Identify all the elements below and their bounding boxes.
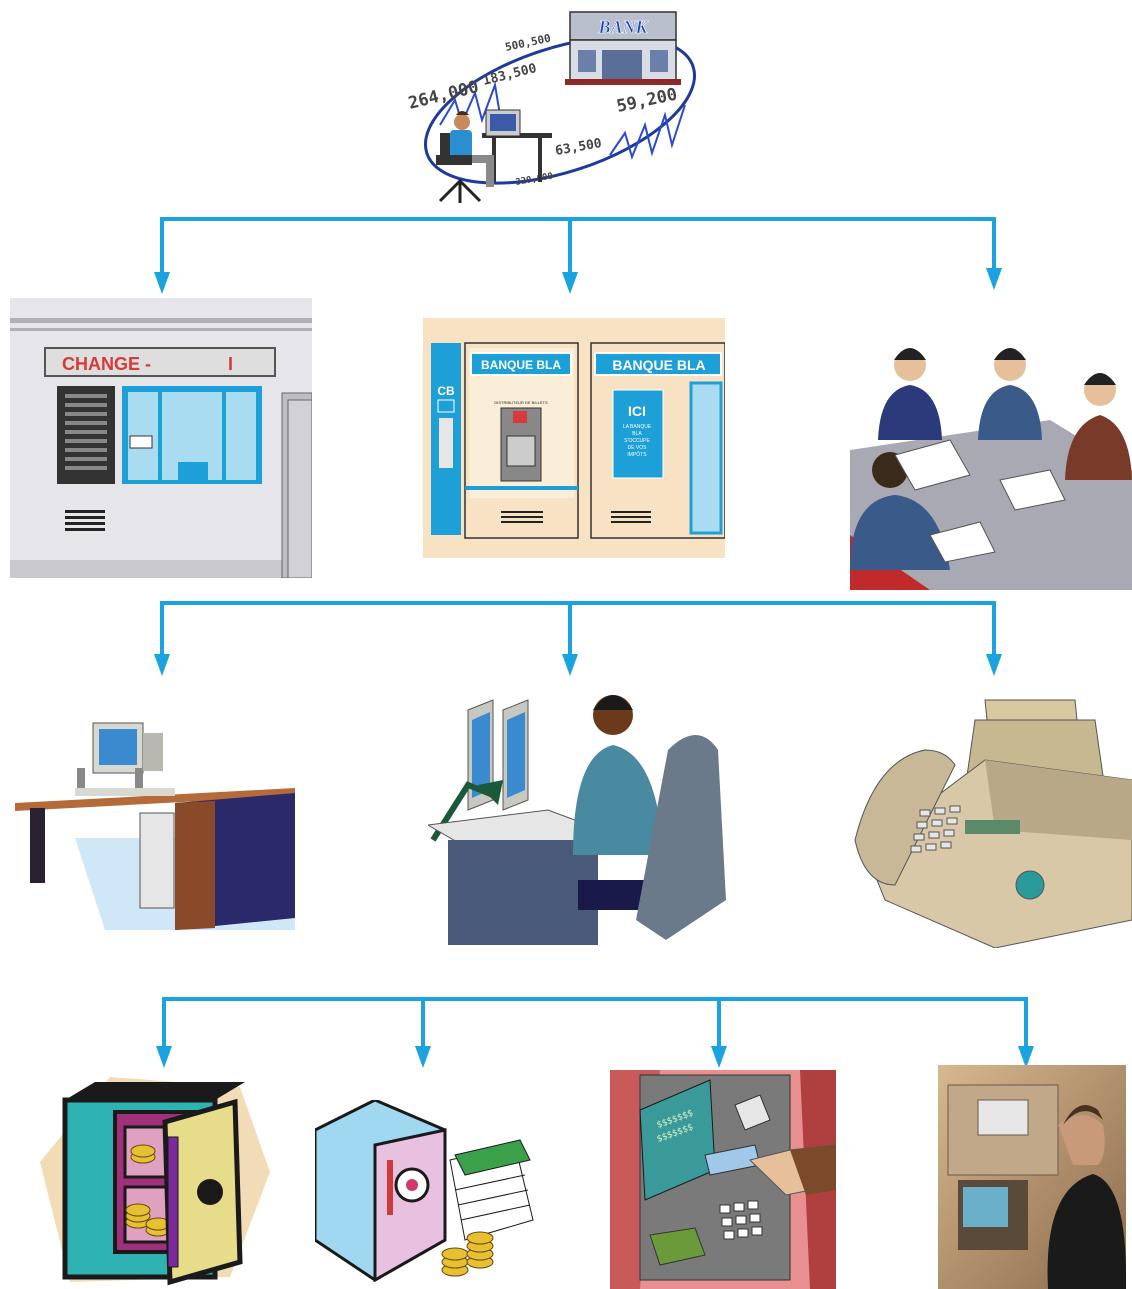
pc-tower bbox=[139, 812, 175, 909]
arrow-down-icon bbox=[156, 1046, 172, 1068]
network-swoosh bbox=[423, 35, 697, 185]
person-icon bbox=[850, 452, 950, 570]
bank-name-left: BANQUE BLA bbox=[481, 358, 561, 372]
amount-label: 183,500 bbox=[481, 61, 538, 89]
paper-sheet bbox=[999, 469, 1066, 511]
desk-top bbox=[15, 788, 295, 811]
keyboard bbox=[75, 788, 175, 796]
computer-desk-illustration bbox=[15, 722, 295, 930]
arrow-down-icon bbox=[986, 654, 1002, 676]
change-sign-text: CHANGE - bbox=[62, 354, 151, 374]
dial-icon bbox=[197, 1179, 223, 1205]
fax-machine-illustration bbox=[854, 699, 1132, 948]
arrow-down-icon bbox=[1018, 1046, 1034, 1068]
start-button bbox=[1015, 870, 1045, 900]
poster-line: S'OCCUPE bbox=[624, 438, 650, 444]
person-icon bbox=[1065, 373, 1132, 480]
tax-poster bbox=[612, 389, 664, 479]
bank-building-icon bbox=[565, 11, 681, 85]
currency-exchange-office-illustration: CHANGE - I bbox=[10, 298, 312, 578]
person-icon bbox=[1058, 1115, 1105, 1165]
change-sign-text-right: I bbox=[228, 354, 233, 374]
person-icon bbox=[878, 348, 942, 440]
poster-line: DE VOS bbox=[628, 445, 648, 451]
arrow-down-icon bbox=[711, 1046, 727, 1068]
operator-at-computer-icon bbox=[436, 109, 552, 203]
cash-stack-icon bbox=[449, 1139, 534, 1241]
designer-workstation-illustration bbox=[428, 695, 726, 945]
arrow-down-icon bbox=[415, 1046, 431, 1068]
poster-line: IMPÔTS bbox=[627, 451, 647, 458]
paper-sheet bbox=[894, 439, 971, 491]
receipt-icon bbox=[734, 1094, 771, 1131]
change-sign-board bbox=[44, 347, 276, 377]
person-icon bbox=[978, 348, 1042, 440]
poster-line: LA BANQUE bbox=[623, 424, 652, 430]
bank-name-right: BANQUE BLA bbox=[612, 357, 705, 373]
arrow-down-icon bbox=[986, 268, 1002, 290]
arrow-down-icon bbox=[562, 654, 578, 676]
dispenser-label: DISTRIBUTEUR DE BILLETS bbox=[494, 400, 548, 405]
arrow-down-icon bbox=[154, 654, 170, 676]
keypad-icon bbox=[719, 1200, 763, 1240]
paper-sheet bbox=[929, 521, 996, 563]
office-chair bbox=[636, 735, 726, 940]
gold-coins-icon bbox=[125, 1144, 171, 1237]
bank-name-banner bbox=[470, 352, 572, 376]
man-at-atm-photo bbox=[938, 1065, 1126, 1289]
cb-label: CB bbox=[437, 384, 455, 398]
desk-lamp bbox=[430, 781, 495, 842]
poster-line: BLA bbox=[632, 431, 642, 437]
cash-icon bbox=[649, 1227, 706, 1266]
atm-card-insertion-illustration: $$$$$$$ $$$$$$$ bbox=[610, 1070, 836, 1289]
arrow-down-icon bbox=[154, 272, 170, 294]
poster-title: ICI bbox=[628, 403, 646, 419]
handset bbox=[854, 749, 956, 886]
safe-with-money-illustration bbox=[315, 1100, 534, 1282]
zigzag-signal bbox=[439, 81, 501, 126]
zigzag-signal bbox=[609, 104, 686, 161]
bank-sign: BANK bbox=[597, 17, 649, 37]
amount-label: 63,500 bbox=[554, 136, 603, 159]
atm-bank-front-illustration: CB BANQUE BLA DISTRIBUTEUR DE BILLETS BA… bbox=[423, 318, 725, 558]
arrow-down-icon bbox=[562, 272, 578, 294]
amount-label: 320,000 bbox=[515, 172, 554, 188]
business-meeting-illustration bbox=[850, 290, 1132, 590]
amount-label: 59,200 bbox=[615, 85, 679, 117]
open-safe-illustration bbox=[40, 1077, 270, 1286]
gold-coins-icon bbox=[441, 1231, 494, 1277]
bank-network-illustration: BANK 500,500 183,500 264,000 59,200 63,5… bbox=[406, 11, 697, 203]
